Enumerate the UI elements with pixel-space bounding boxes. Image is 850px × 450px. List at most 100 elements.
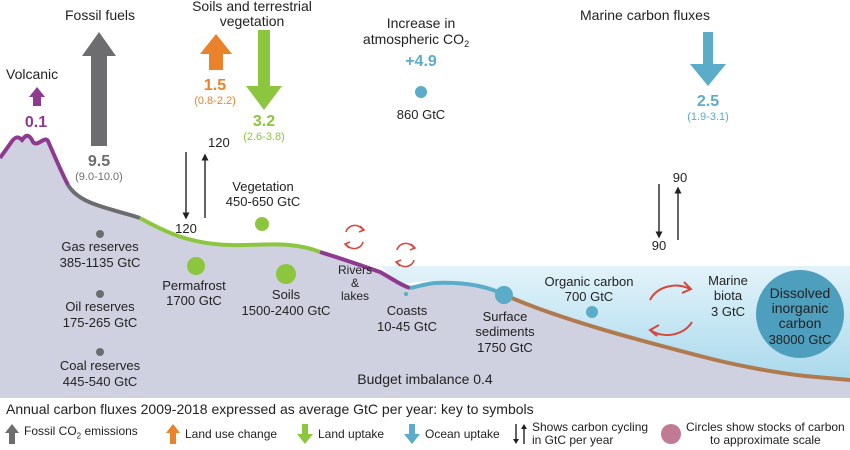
gas-stock-value: 385-1135 GtC (60, 255, 141, 270)
fossil-label: Fossil fuels (65, 7, 135, 23)
carbon-cycle-diagram: Volcanic 0.1 Fossil fuels 9.5 (9.0-10.0)… (0, 0, 850, 398)
coasts-stock-circle (404, 292, 408, 296)
marine-biota-line1: Marine (708, 273, 748, 288)
coal-stock-circle (96, 348, 104, 356)
atmosphere-stock-circle (415, 86, 427, 98)
land-mass (0, 135, 850, 398)
vegetation-stock-name: Vegetation (232, 179, 293, 194)
land-use-value: 1.5 (204, 77, 226, 94)
rivers-label-line3: lakes (341, 289, 369, 303)
land-use-up-arrow-icon (200, 34, 232, 70)
marine-value: 2.5 (697, 93, 719, 110)
oil-stock-circle (96, 290, 104, 298)
dic-line1: Dissolved (770, 285, 831, 301)
sediment-surface (504, 293, 850, 382)
ocean-body (380, 266, 850, 380)
volcanic-up-arrow-icon (29, 87, 45, 106)
ocean-uptake-down-arrow-icon (690, 32, 726, 86)
legend-land-uptake: Land uptake (296, 422, 384, 446)
dic-value: 38000 GtC (769, 332, 832, 347)
atmosphere-stock: 860 GtC (397, 107, 445, 122)
land-uptake-range: (2.6-3.8) (243, 131, 285, 143)
legend-land-use-label: Land use change (185, 426, 278, 441)
stock-circle-icon (661, 424, 681, 444)
soils-stock-value: 1500-2400 GtC (242, 303, 331, 318)
ocean-uptake-arrow-icon (404, 424, 420, 444)
rivers-label-line1: Rivers (338, 263, 372, 277)
legend-fossil-suffix: emissions (81, 424, 138, 439)
legend-circles-line1: Circles show stocks of carbon (686, 420, 845, 434)
organic-stock-circle (586, 306, 598, 318)
permafrost-stock-name: Permafrost (162, 278, 226, 293)
land-cycling-up-value: 120 (208, 135, 230, 150)
gas-stock-circle (96, 230, 104, 238)
oil-stock-name: Oil reserves (65, 299, 135, 314)
marine-range: (1.9-3.1) (687, 111, 729, 123)
legend-land-use: Land use change (165, 422, 277, 446)
oil-stock-value: 175-265 GtC (63, 315, 137, 330)
sediments-name-line2: sediments (475, 324, 535, 339)
legend: Annual carbon fluxes 2009-2018 expressed… (0, 398, 850, 450)
coal-stock-name: Coal reserves (60, 358, 141, 373)
gas-stock-name: Gas reserves (61, 239, 139, 254)
vegetation-stock-value: 450-650 GtC (226, 194, 300, 209)
legend-fossil: Fossil CO2 emissions (4, 422, 138, 446)
fossil-surface (66, 183, 141, 220)
fossil-value: 9.5 (88, 153, 110, 170)
rivers-label-line2: & (351, 276, 359, 290)
land-use-arrow-icon (166, 424, 180, 444)
coasts-stock-value: 10-45 GtC (377, 319, 437, 334)
atmosphere-value: +4.9 (405, 53, 437, 70)
rivers-cycle-icon (343, 224, 366, 250)
organic-stock-name: Organic carbon (545, 274, 634, 289)
land-use-range: (0.8-2.2) (194, 95, 236, 107)
coast-surface (409, 280, 506, 297)
land-uptake-value: 3.2 (253, 113, 275, 130)
cycling-arrows-icon (513, 424, 527, 444)
land-uptake-down-arrow-icon (246, 30, 282, 110)
legend-fossil-label: Fossil CO (24, 424, 77, 439)
soils-veg-label-line1: Soils and terrestrial (192, 0, 312, 14)
volcanic-label: Volcanic (6, 66, 58, 82)
legend-title: Annual carbon fluxes 2009-2018 expressed… (6, 401, 534, 417)
atmosphere-label-line1: Increase in (387, 15, 455, 31)
legend-fossil-sub: 2 (76, 431, 82, 441)
permafrost-stock-circle (187, 257, 205, 275)
budget-imbalance: Budget imbalance 0.4 (357, 371, 493, 387)
soils-stock-circle (276, 264, 296, 284)
soils-veg-label-line2: vegetation (220, 13, 285, 29)
atmosphere-label-line2: atmospheric CO2 (363, 31, 469, 49)
soils-stock-name: Soils (272, 287, 301, 302)
legend-ocean-uptake: Ocean uptake (403, 422, 500, 446)
marine-label: Marine carbon fluxes (580, 7, 710, 23)
land-surface (139, 216, 321, 254)
sediments-value: 1750 GtC (477, 340, 533, 355)
rivers-surface (319, 250, 411, 290)
organic-stock-value: 700 GtC (565, 289, 613, 304)
legend-cycling-line2: in GtC per year (532, 433, 614, 447)
permafrost-stock-value: 1700 GtC (166, 293, 222, 308)
volcanic-surface (0, 133, 70, 186)
legend-circles-line2: to approximate scale (710, 433, 821, 447)
volcanic-value: 0.1 (25, 114, 47, 131)
dic-stock-circle (756, 270, 844, 358)
fossil-up-arrow-icon (82, 32, 116, 146)
sediments-name-line1: Surface (483, 309, 528, 324)
land-cycling-down-value: 120 (175, 221, 197, 236)
coasts-stock-name: Coasts (387, 303, 428, 318)
legend-land-uptake-label: Land uptake (318, 426, 385, 441)
legend-ocean-uptake-label: Ocean uptake (425, 426, 500, 441)
marine-biota-cycle-icon (648, 281, 693, 337)
sediments-stock-circle (495, 286, 513, 304)
vegetation-stock-circle (255, 217, 269, 231)
fossil-arrow-icon (5, 424, 19, 444)
land-uptake-arrow-icon (297, 424, 313, 444)
coal-stock-value: 445-540 GtC (63, 374, 137, 389)
fossil-range: (9.0-10.0) (75, 171, 123, 183)
marine-biota-value: 3 GtC (711, 304, 745, 319)
coasts-cycle-icon (394, 242, 417, 268)
legend-cycling-line1: Shows carbon cycling (532, 420, 649, 434)
marine-biota-line2: biota (714, 288, 743, 303)
